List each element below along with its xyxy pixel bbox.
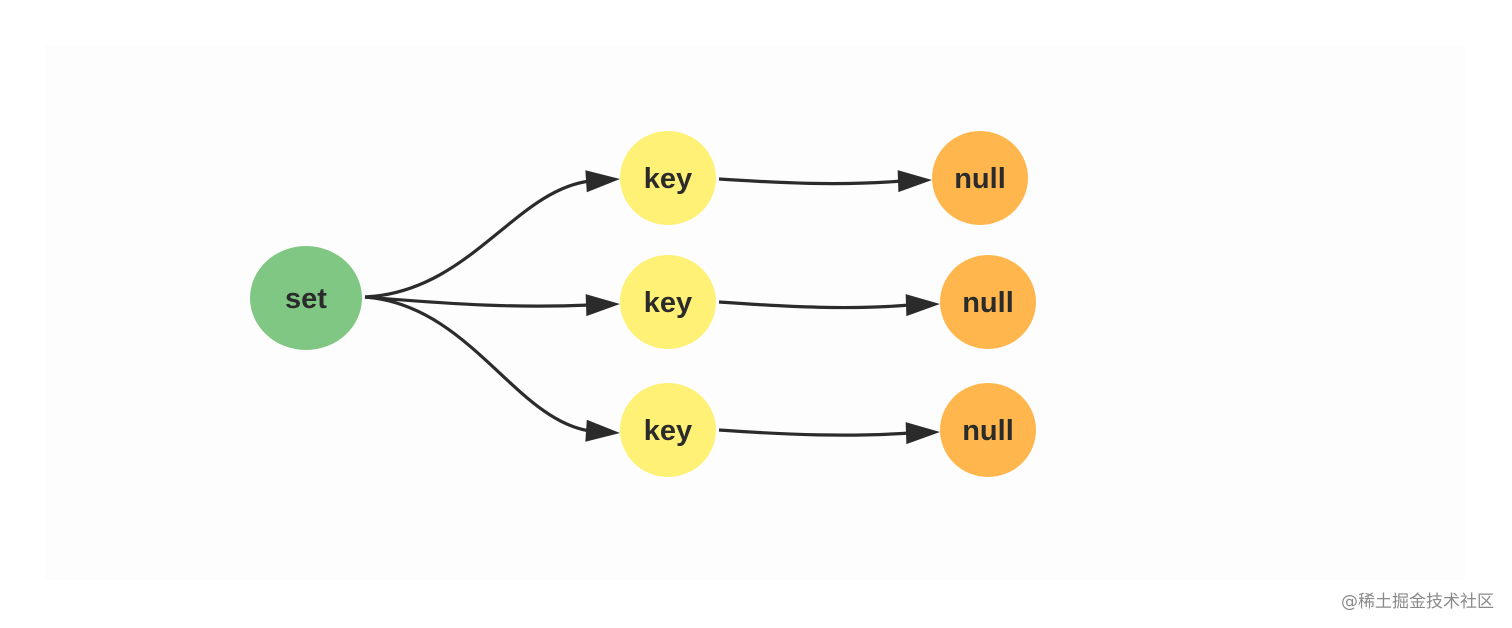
edge-set-key1 bbox=[364, 170, 620, 299]
node-circle bbox=[620, 383, 716, 477]
node-label: null bbox=[954, 163, 1006, 195]
node-key3: key bbox=[620, 383, 716, 477]
node-null1: null bbox=[932, 131, 1028, 225]
edge-line bbox=[364, 295, 591, 308]
watermark-text: @稀土掘金技术社区 bbox=[1341, 592, 1494, 612]
arrowhead-icon bbox=[905, 422, 940, 445]
node-label: key bbox=[644, 287, 692, 319]
edge-line bbox=[718, 177, 903, 186]
node-label: key bbox=[644, 415, 692, 447]
node-null3: null bbox=[940, 383, 1036, 477]
edge-line bbox=[718, 428, 911, 437]
node-label: null bbox=[962, 287, 1014, 319]
arrowhead-icon bbox=[585, 294, 620, 317]
node-circle bbox=[940, 255, 1036, 349]
node-circle bbox=[620, 255, 716, 349]
edge-line bbox=[364, 295, 591, 433]
node-key1: key bbox=[620, 131, 716, 225]
arrowhead-icon bbox=[905, 294, 940, 317]
edge-key3-null3 bbox=[718, 422, 940, 445]
edge-key2-null2 bbox=[718, 294, 940, 317]
edge-key1-null1 bbox=[718, 170, 932, 193]
arrowhead-icon bbox=[585, 170, 620, 193]
edges-layer bbox=[364, 170, 940, 445]
node-circle bbox=[932, 131, 1028, 225]
node-label: key bbox=[644, 163, 692, 195]
node-null2: null bbox=[940, 255, 1036, 349]
edge-line bbox=[364, 179, 591, 299]
edge-set-key2 bbox=[364, 294, 620, 317]
nodes-layer: set key key key null null null bbox=[250, 131, 1036, 477]
node-circle bbox=[940, 383, 1036, 477]
node-circle bbox=[620, 131, 716, 225]
node-label: set bbox=[285, 283, 327, 315]
arrowhead-icon bbox=[897, 170, 932, 193]
edge-line bbox=[718, 300, 911, 310]
node-set: set bbox=[250, 246, 362, 350]
edge-set-key3 bbox=[364, 295, 620, 442]
node-circle bbox=[250, 246, 362, 350]
arrowhead-icon bbox=[585, 419, 620, 442]
node-key2: key bbox=[620, 255, 716, 349]
node-label: null bbox=[962, 415, 1014, 447]
